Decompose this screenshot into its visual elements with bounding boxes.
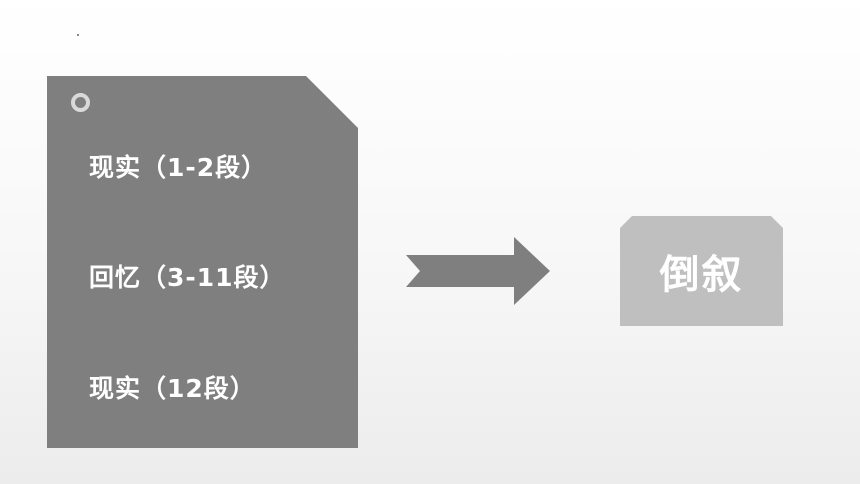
result-label: 倒叙 — [659, 252, 744, 298]
document-card: 现实（1-2段） 回忆（3-11段） 现实（12段） — [47, 76, 358, 448]
right-arrow-icon — [406, 237, 550, 305]
doc-line-present-2: 现实（12段） — [89, 374, 256, 403]
result-box: 倒叙 — [620, 216, 783, 326]
doc-line-present-1: 现实（1-2段） — [89, 153, 268, 182]
document-card-shape — [47, 76, 358, 448]
doc-line-memory: 回忆（3-11段） — [89, 263, 286, 292]
dot-mark — [77, 34, 79, 36]
ring-icon — [71, 93, 90, 112]
result-box-shape — [620, 216, 783, 326]
